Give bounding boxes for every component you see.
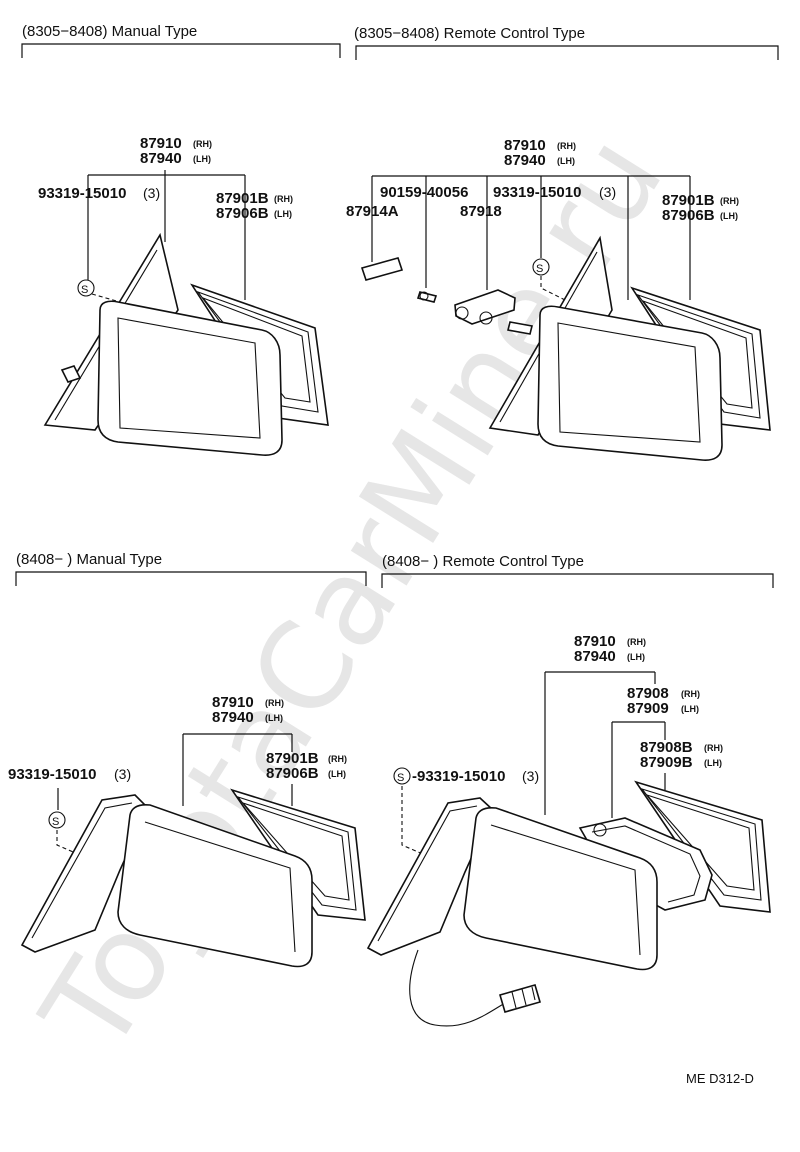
panel-remote-control-type-late: (8408− ) Remote Control Type 87910 (RH) … [366, 553, 774, 1027]
screw-part-number: 93319-15010 [38, 185, 126, 202]
screw-quantity: (3) [114, 766, 131, 782]
rh-marker: (RH) [557, 141, 576, 151]
rh-marker: (RH) [681, 689, 700, 699]
lh-marker: (LH) [274, 209, 292, 219]
section-bracket [21, 43, 341, 58]
screw-quantity: (3) [143, 185, 160, 201]
lh-marker: (LH) [681, 704, 699, 714]
glass-part-number-rh: 87908B [640, 739, 693, 756]
screw-icon: S [532, 258, 550, 276]
mirror-part-number-lh: 87940 [504, 152, 546, 169]
lh-marker: (LH) [704, 758, 722, 768]
screw-icon: S [48, 811, 66, 829]
pin-part-number: 90159-40056 [380, 184, 468, 201]
screw-leader [56, 830, 81, 856]
glass-part-number-rh: 87901B [266, 750, 319, 767]
screw-leader [91, 293, 121, 303]
rh-marker: (RH) [193, 139, 212, 149]
rh-marker: (RH) [274, 194, 293, 204]
screw-icon: S [77, 279, 95, 297]
control-joint [454, 289, 516, 325]
motor-part-number-rh: 87908 [627, 685, 669, 702]
side-mirror-assembly [20, 794, 313, 968]
screw-quantity: (3) [599, 184, 616, 200]
mirror-part-number-rh: 87910 [212, 694, 254, 711]
side-mirror-assembly [488, 235, 723, 461]
rh-marker: (RH) [627, 637, 646, 647]
mirror-part-number-lh: 87940 [574, 648, 616, 665]
svg-text:S: S [397, 772, 404, 784]
lh-marker: (LH) [557, 156, 575, 166]
screw-part-number: 93319-15010 [8, 766, 96, 783]
screw-part-number: -93319-15010 [412, 768, 505, 785]
wire-harness-connector [409, 949, 541, 1027]
panel-header: (8408− ) Manual Type [16, 551, 162, 568]
glass-part-number-rh: 87901B [662, 192, 715, 209]
panel-manual-type-late: (8408− ) Manual Type 87910 (RH) 87940 (L… [8, 551, 367, 968]
knob-part-number: 87914A [346, 203, 399, 220]
lh-marker: (LH) [328, 769, 346, 779]
side-mirror-assembly [366, 797, 658, 971]
panel-header: (8408− ) Remote Control Type [382, 553, 584, 570]
control-knob [360, 257, 404, 281]
mirror-part-number-lh: 87940 [212, 709, 254, 726]
panel-manual-type-early: (8305−8408) Manual Type 87910 (RH) 87940… [21, 23, 341, 456]
glass-part-number-lh: 87909B [640, 754, 693, 771]
diagram-code: ME D312-D [686, 1071, 754, 1086]
mirror-part-number-rh: 87910 [140, 135, 182, 152]
mirror-part-number-rh: 87910 [574, 633, 616, 650]
section-bracket [381, 573, 774, 588]
motor-part-number-lh: 87909 [627, 700, 669, 717]
svg-text:S: S [52, 816, 59, 828]
lh-marker: (LH) [193, 154, 211, 164]
panel-header: (8305−8408) Manual Type [22, 23, 197, 40]
lh-marker: (LH) [265, 713, 283, 723]
rh-marker: (RH) [704, 743, 723, 753]
rh-marker: (RH) [720, 196, 739, 206]
section-bracket [15, 571, 367, 586]
screw-leader [540, 276, 566, 301]
side-mirror-assembly [43, 232, 283, 456]
glass-part-number-lh: 87906B [662, 207, 715, 224]
rh-marker: (RH) [328, 754, 347, 764]
screw-part-number: 93319-15010 [493, 184, 581, 201]
lh-marker: (LH) [720, 211, 738, 221]
glass-part-number-lh: 87906B [216, 205, 269, 222]
screw-icon: S [393, 767, 411, 785]
lh-marker: (LH) [627, 652, 645, 662]
svg-text:S: S [536, 263, 543, 275]
svg-text:S: S [81, 284, 88, 296]
section-bracket [355, 45, 779, 60]
screw-leader [401, 786, 426, 856]
mirror-part-number-rh: 87910 [504, 137, 546, 154]
screw-quantity: (3) [522, 768, 539, 784]
joint-part-number: 87918 [460, 203, 502, 220]
glass-part-number-rh: 87901B [216, 190, 269, 207]
rh-marker: (RH) [265, 698, 284, 708]
glass-part-number-lh: 87906B [266, 765, 319, 782]
panel-header: (8305−8408) Remote Control Type [354, 25, 585, 42]
mirror-part-number-lh: 87940 [140, 150, 182, 167]
pin-icon [416, 291, 438, 303]
panel-remote-control-type-early: (8305−8408) Remote Control Type 87910 (R… [346, 25, 779, 461]
